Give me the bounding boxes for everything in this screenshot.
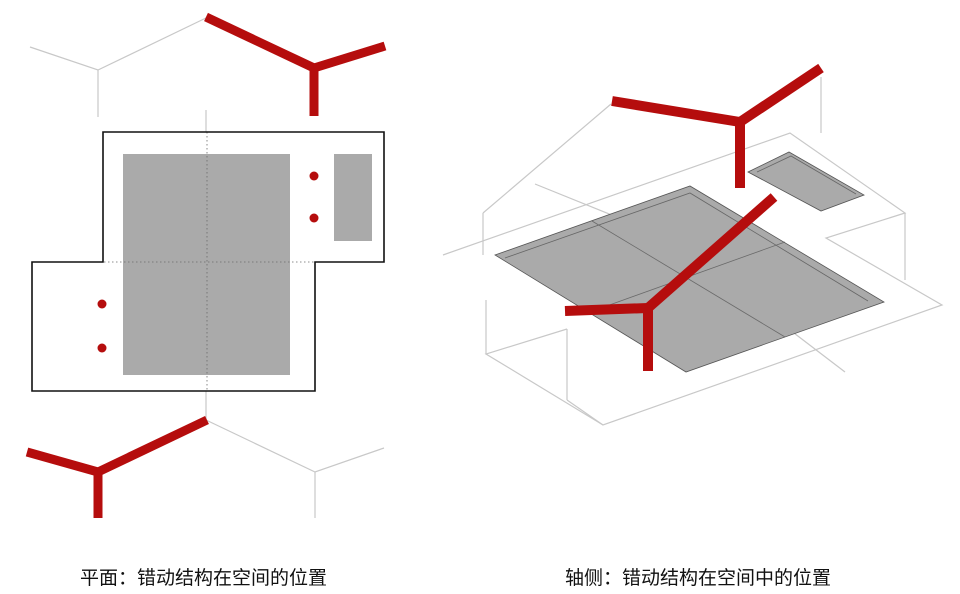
plan-column-dots: [97, 171, 319, 353]
axonometric-view: [442, 63, 944, 426]
column-dot: [97, 343, 107, 353]
plan-caption: 平面：错动结构在空间的位置: [80, 567, 328, 589]
plan-guide-lines: [29, 16, 385, 518]
plan-y-structure-bottom: [25, 415, 209, 518]
column-dot: [309, 171, 319, 181]
axo-y-structure-bottom: [564, 193, 778, 371]
column-dot: [309, 213, 319, 223]
plan-view: [25, 12, 387, 518]
plan-main-void: [123, 154, 290, 375]
plan-floor-outline: [31, 131, 385, 392]
axo-y-structure-top: [611, 63, 824, 188]
axo-small-void: [747, 151, 865, 212]
column-dot: [97, 299, 107, 309]
plan-small-void: [334, 154, 372, 241]
axo-main-void: [494, 185, 885, 373]
plan-y-structure-top: [204, 12, 387, 116]
axonometric-caption: 轴侧：错动结构在空间中的位置: [565, 567, 832, 589]
